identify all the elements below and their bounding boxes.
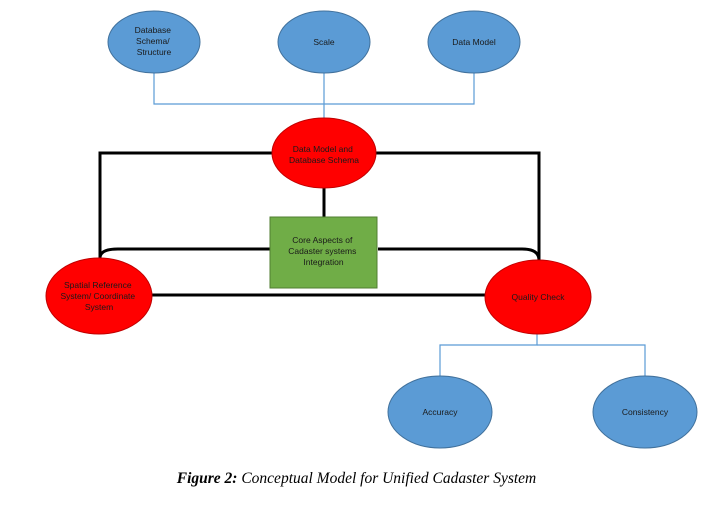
- relationship-lines: [98, 151, 541, 297]
- connector-quality-to-accuracy: [439, 334, 538, 378]
- spatial-reference-label: Spatial Reference System/ Coordinate Sys…: [60, 280, 137, 312]
- accuracy-line-1: Accuracy: [423, 407, 459, 417]
- spatial-reference-ellipse: [45, 257, 153, 335]
- scale-line-1: Scale: [313, 37, 335, 47]
- figure-caption: Figure 2: Conceptual Model for Unified C…: [0, 470, 713, 488]
- database-schema-line-2: Schema/: [136, 36, 170, 46]
- accuracy-label: Accuracy: [423, 407, 459, 417]
- spatial-reference-line-2: System/ Coordinate: [60, 291, 135, 301]
- node-spatial-reference: Spatial Reference System/ Coordinate Sys…: [45, 257, 153, 335]
- line-outer-frame: [98, 151, 541, 260]
- node-quality-check: Quality Check: [484, 259, 592, 335]
- data-model-db-schema-line-2: Database Schema: [289, 155, 359, 165]
- top-connectors: [153, 73, 475, 118]
- quality-check-label: Quality Check: [512, 292, 566, 302]
- node-data-model: Data Model: [427, 10, 521, 74]
- connector-quality-to-consistency: [537, 344, 646, 378]
- core-aspects-line-1: Core Aspects of: [292, 235, 353, 245]
- line-inner-arc: [98, 247, 541, 261]
- consistency-label: Consistency: [622, 407, 669, 417]
- accuracy-ellipse: [387, 375, 493, 449]
- data-model-line-1: Data Model: [452, 37, 496, 47]
- node-core-aspects: Core Aspects of Cadaster systems Integra…: [269, 216, 378, 289]
- connector-database-schema: [153, 73, 324, 105]
- core-aspects-rect: [269, 216, 378, 289]
- spatial-reference-line-3: System: [85, 302, 113, 312]
- node-accuracy: Accuracy: [387, 375, 493, 449]
- node-database-schema: Database Schema/ Structure: [107, 10, 201, 74]
- scale-ellipse: [277, 10, 371, 74]
- bottom-connectors: [439, 334, 646, 378]
- connector-data-model: [324, 73, 475, 105]
- spatial-reference-line-1: Spatial Reference: [64, 280, 132, 290]
- quality-check-ellipse: [484, 259, 592, 335]
- node-scale: Scale: [277, 10, 371, 74]
- figure-caption-text: Conceptual Model for Unified Cadaster Sy…: [237, 470, 537, 487]
- core-aspects-line-3: Integration: [303, 257, 343, 267]
- scale-label: Scale: [313, 37, 335, 47]
- data-model-db-schema-label: Data Model and Database Schema: [289, 144, 359, 165]
- database-schema-line-3: Structure: [137, 47, 172, 57]
- figure-caption-label: Figure 2:: [176, 470, 238, 487]
- database-schema-line-1: Database: [135, 25, 172, 35]
- node-data-model-db-schema: Data Model and Database Schema: [271, 117, 377, 189]
- core-aspects-line-2: Cadaster systems: [288, 246, 356, 256]
- node-consistency: Consistency: [592, 375, 698, 449]
- consistency-line-1: Consistency: [622, 407, 669, 417]
- core-aspects-label: Core Aspects of Cadaster systems Integra…: [288, 235, 358, 267]
- data-model-ellipse: [427, 10, 521, 74]
- data-model-db-schema-ellipse: [271, 117, 377, 189]
- database-schema-label: Database Schema/ Structure: [135, 25, 174, 57]
- consistency-ellipse: [592, 375, 698, 449]
- quality-check-line-1: Quality Check: [512, 292, 566, 302]
- database-schema-ellipse: [107, 10, 201, 74]
- data-model-db-schema-line-1: Data Model and: [293, 144, 353, 154]
- data-model-label: Data Model: [452, 37, 496, 47]
